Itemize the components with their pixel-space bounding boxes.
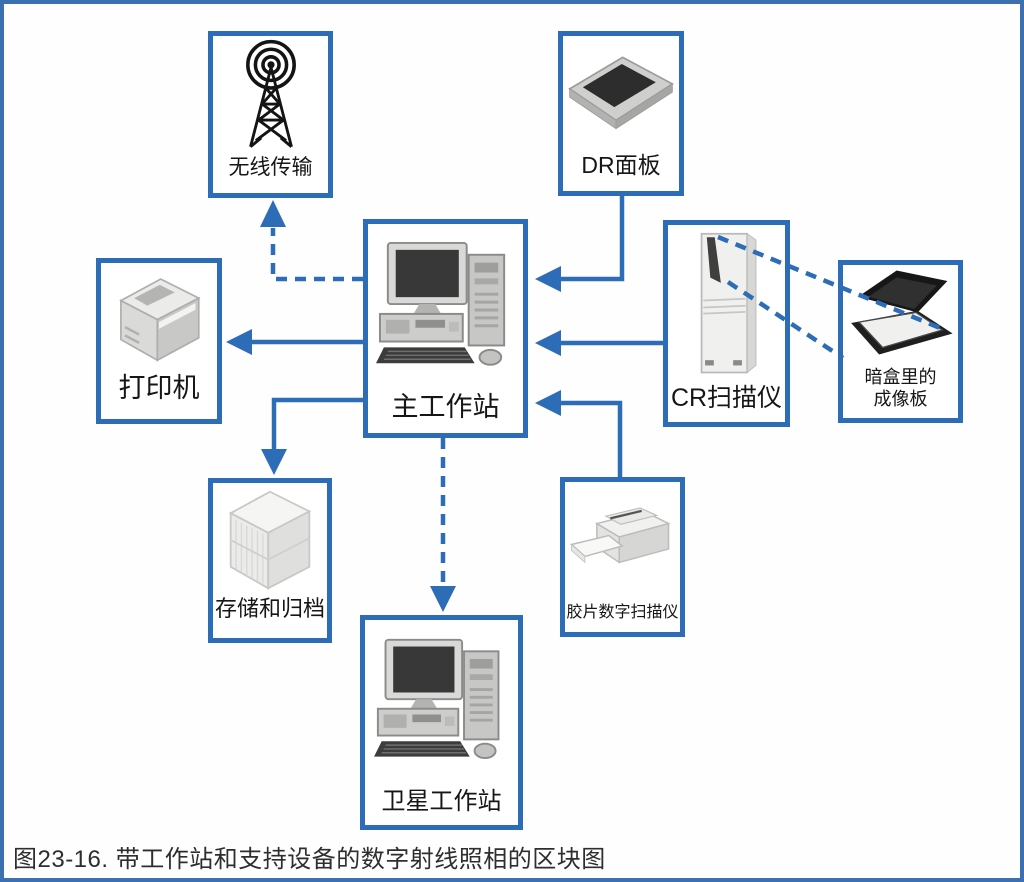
arrowhead-down-storage bbox=[261, 449, 287, 475]
arrowhead-left-printer bbox=[226, 329, 252, 355]
node-label: 暗盒里的 成像板 bbox=[864, 367, 937, 410]
node-cassette-imaging-plate: 暗盒里的 成像板 bbox=[838, 260, 963, 423]
node-label: 主工作站 bbox=[391, 392, 500, 423]
node-storage-archive: 存储和归档 bbox=[208, 478, 332, 643]
node-satellite-workstation: 卫星工作站 bbox=[360, 615, 523, 830]
computer-icon bbox=[365, 620, 518, 787]
radio-tower-icon bbox=[213, 36, 328, 155]
computer-icon bbox=[368, 224, 523, 391]
printer-icon bbox=[101, 263, 217, 372]
node-printer: 打印机 bbox=[96, 258, 222, 424]
edge-main-to-storage bbox=[271, 397, 363, 450]
node-label: 打印机 bbox=[118, 373, 200, 404]
node-label: CR扫描仪 bbox=[670, 383, 783, 412]
edge-drpanel-to-main bbox=[560, 196, 625, 282]
cassette-icon bbox=[843, 265, 958, 367]
node-label: 胶片数字扫描仪 bbox=[566, 604, 679, 622]
arrowhead-down-satellite bbox=[430, 586, 456, 612]
scanner-tower-icon bbox=[668, 225, 785, 383]
node-main-workstation: 主工作站 bbox=[363, 219, 528, 438]
arrowhead-up bbox=[260, 200, 286, 227]
storage-cube-icon bbox=[213, 483, 327, 596]
flat-panel-icon bbox=[563, 36, 679, 151]
arrowhead-left-dr bbox=[535, 266, 561, 292]
node-dr-panel: DR面板 bbox=[558, 31, 684, 196]
node-label: 卫星工作站 bbox=[381, 787, 502, 815]
node-label: 无线传输 bbox=[228, 156, 313, 180]
arrowhead-left-film bbox=[535, 390, 561, 416]
edge-filmdigitizer-to-main bbox=[560, 400, 623, 477]
node-label: 存储和归档 bbox=[214, 596, 325, 622]
film-digitizer-icon bbox=[565, 482, 680, 603]
edge-main-to-wireless bbox=[270, 228, 363, 282]
node-cr-scanner: CR扫描仪 bbox=[663, 220, 790, 427]
node-label: DR面板 bbox=[581, 151, 661, 178]
arrowhead-left-cr bbox=[535, 330, 561, 356]
node-wireless-transmission: 无线传输 bbox=[208, 31, 333, 198]
figure-caption: 图23-16. 带工作站和支持设备的数字射线照相的区块图 bbox=[13, 846, 606, 873]
node-film-digitizer: 胶片数字扫描仪 bbox=[560, 477, 685, 637]
